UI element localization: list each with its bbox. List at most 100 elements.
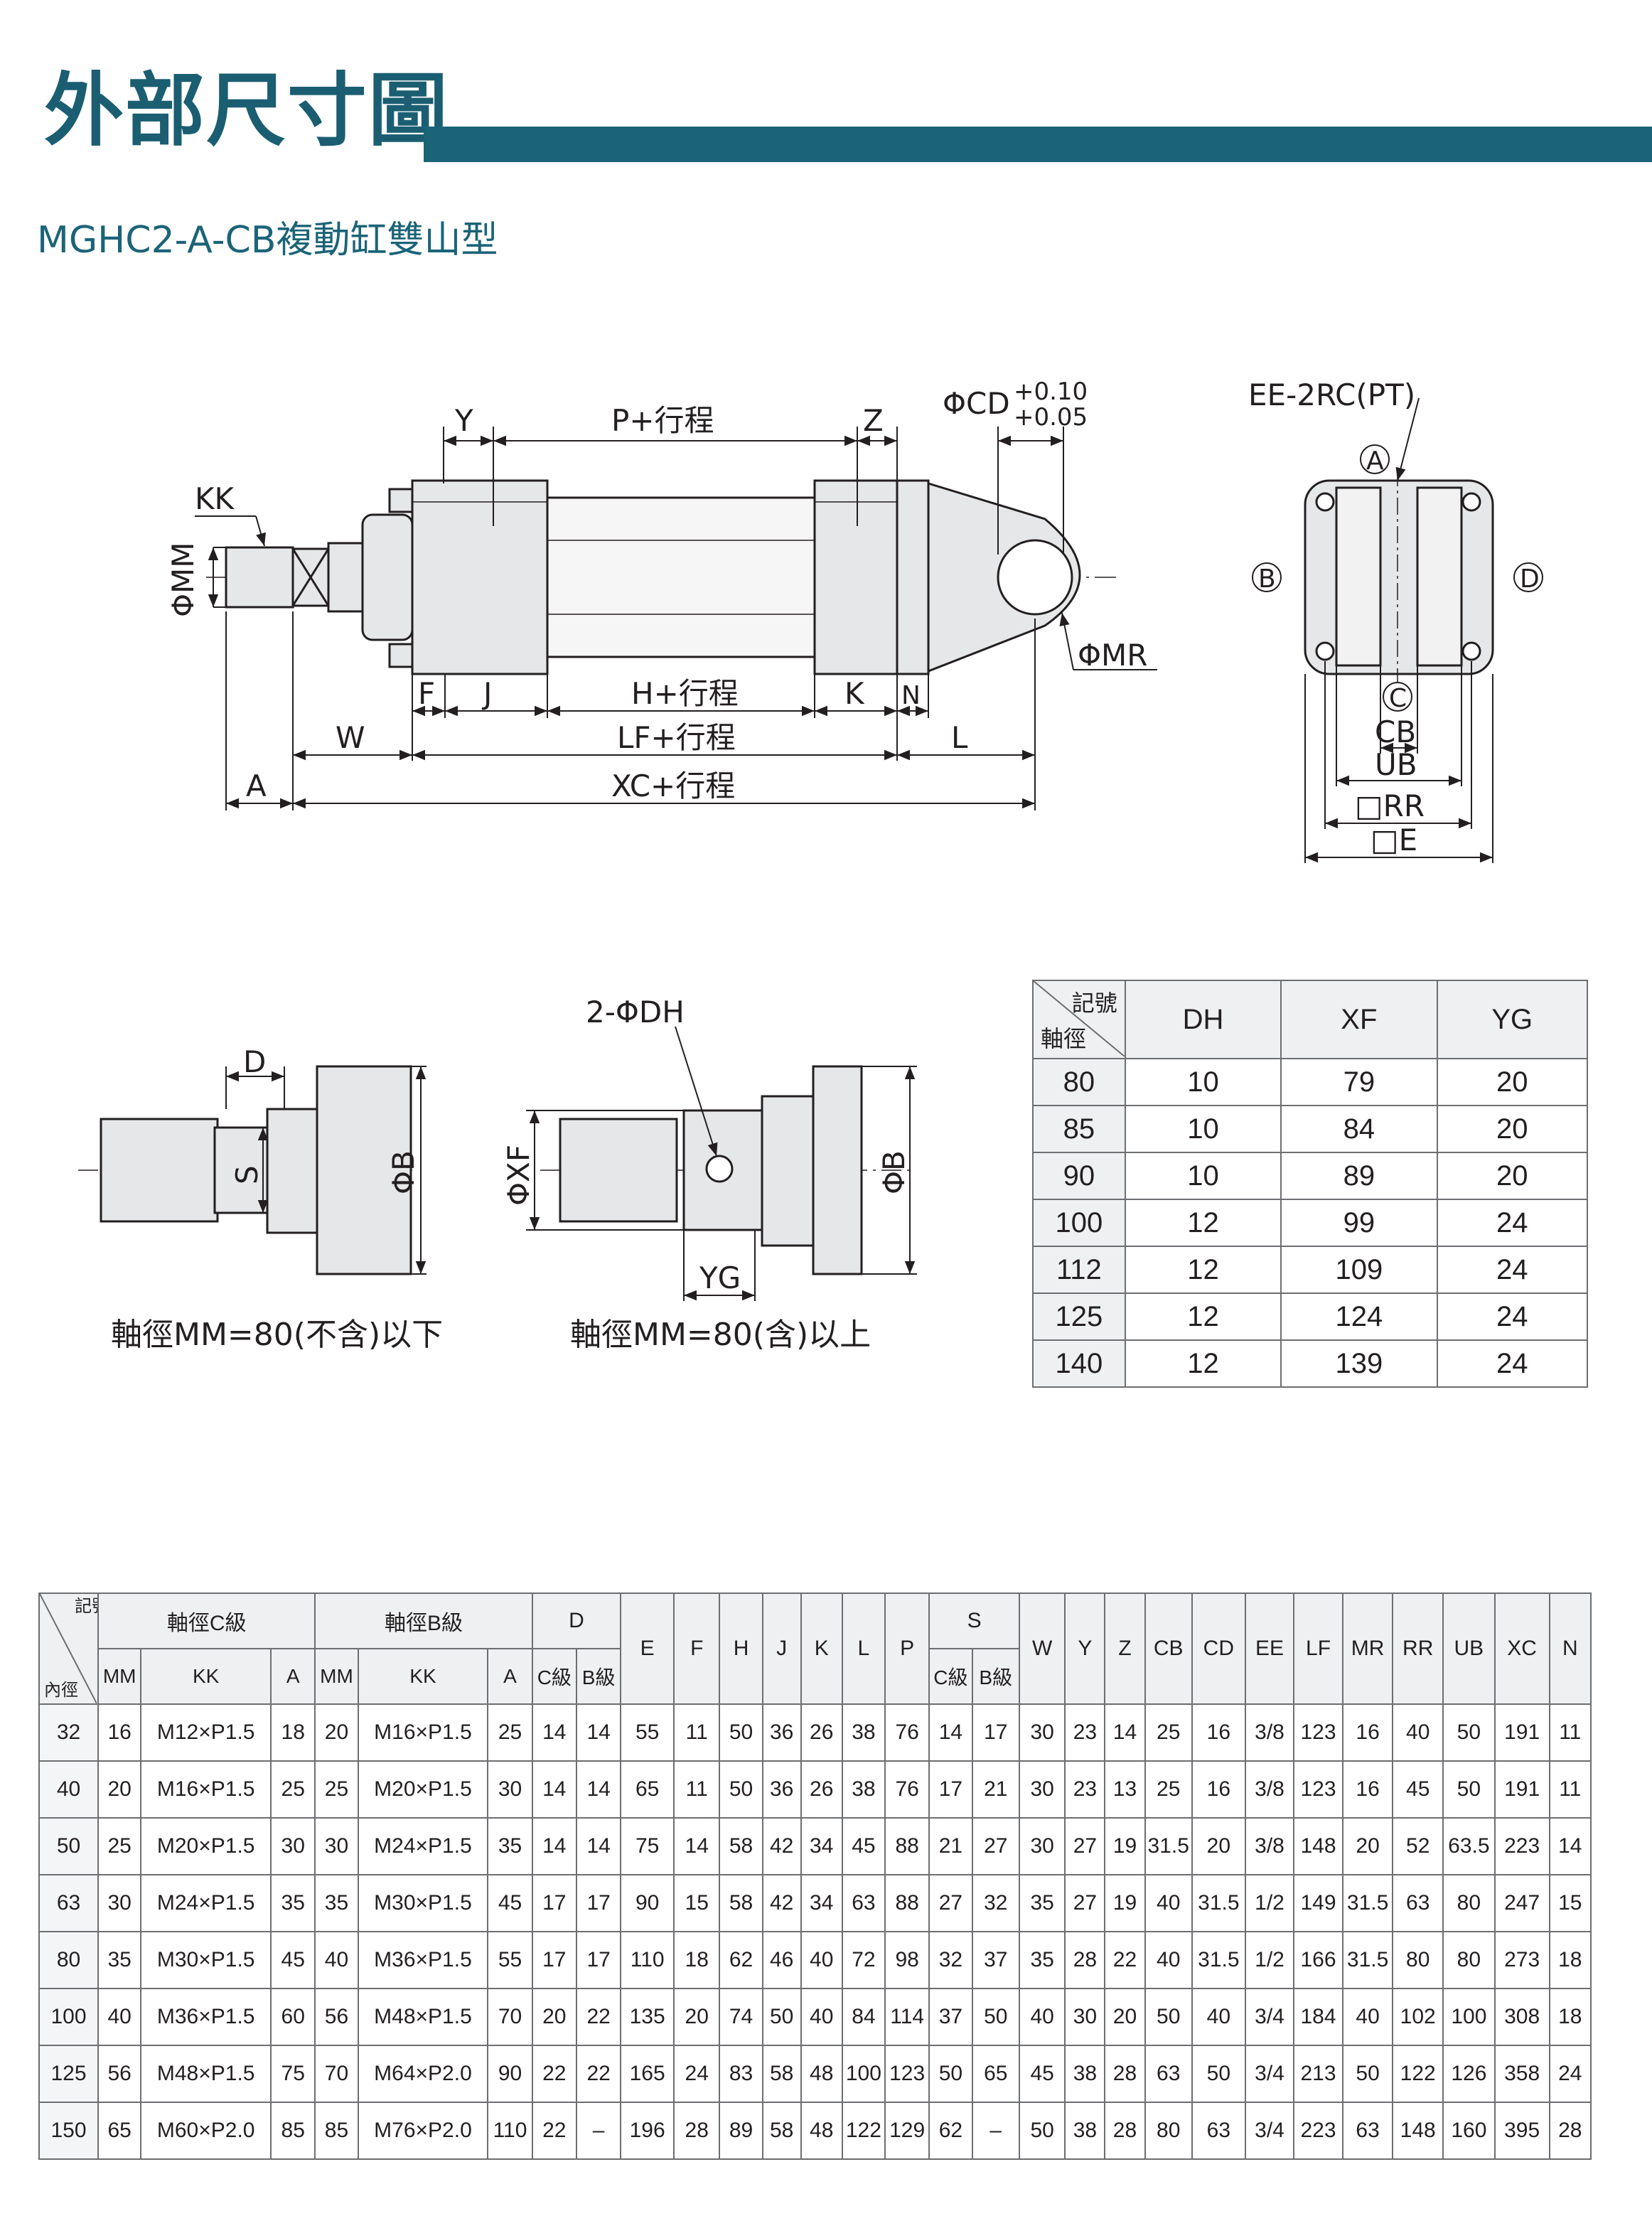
table-cell: 17 [928, 1760, 973, 1819]
table-cell: 80 [1144, 2102, 1193, 2160]
table-cell: 140 [1032, 1339, 1126, 1388]
label-cb: CB [1375, 714, 1416, 749]
table-cell: 62 [928, 2102, 973, 2160]
table-cell: 84 [1280, 1105, 1438, 1153]
table-cell: 40 [1392, 1703, 1444, 1762]
table-cell: 122 [1392, 2045, 1444, 2103]
table-cell: 110 [487, 2102, 533, 2160]
table-cell: 30 [314, 1817, 359, 1875]
table-cell: 50 [1018, 2102, 1066, 2160]
table-cell: 89 [719, 2102, 763, 2160]
table-cell: 40 [1341, 1988, 1394, 2046]
table-cell: 25 [314, 1760, 359, 1819]
table-cell: 63 [841, 1874, 886, 1932]
rod-end-view-small [78, 1065, 412, 1275]
table-cell: 125 [1032, 1292, 1126, 1341]
table-cell: 273 [1493, 1931, 1550, 1989]
table-cell: 45 [1018, 2045, 1066, 2103]
table-cell: 65 [971, 2045, 1020, 2103]
table-cell: 25 [97, 1817, 142, 1875]
table-cell: 40 [38, 1760, 100, 1819]
table-cell: 26 [800, 1760, 843, 1819]
table-cell: 247 [1493, 1874, 1550, 1932]
table-cell: 23 [1064, 1703, 1106, 1762]
corner-bottom-label: 內徑 [44, 1681, 78, 1700]
table-cell: 17 [531, 1931, 577, 1989]
table-cell: 50 [38, 1817, 100, 1875]
main-dimension-lines [195, 427, 1157, 810]
table-cell: 20 [1104, 1988, 1146, 2046]
table-cell: 18 [673, 1931, 721, 1989]
table-cell: 21 [971, 1760, 1020, 1819]
table-cell: 100 [1032, 1199, 1126, 1247]
label-port-d: D [1520, 564, 1540, 594]
table-cell: 14 [928, 1703, 973, 1762]
table-cell: 11 [1548, 1760, 1592, 1819]
table-cell: 14 [531, 1760, 577, 1819]
table-cell: – [575, 2102, 622, 2160]
corner-top-label: 記號 [1071, 990, 1117, 1016]
table-cell: 16 [1341, 1760, 1394, 1819]
table-cell: 88 [884, 1874, 930, 1932]
table-cell: 46 [761, 1931, 802, 1989]
table-cell: 50 [719, 1703, 763, 1762]
table-cell: 80 [38, 1931, 100, 1989]
table-cell: 45 [1392, 1760, 1444, 1819]
table-cell: 12 [1124, 1292, 1282, 1341]
table-cell: 40 [800, 1931, 843, 1989]
table-cell: M12×P1.5 [140, 1703, 272, 1762]
table-cell: 31.5 [1144, 1817, 1193, 1875]
label-cd-tol-upper: +0.10 [1014, 378, 1088, 406]
label-w: W [336, 720, 365, 755]
table-cell: 196 [620, 2102, 675, 2160]
table-cell: 3/8 [1244, 1760, 1295, 1819]
table-cell: 89 [1280, 1152, 1438, 1200]
title-bar [424, 127, 1652, 162]
table-cell: 13 [1104, 1760, 1146, 1819]
table-cell: 31.5 [1191, 1874, 1246, 1932]
table-cell: 40 [1144, 1874, 1193, 1932]
corner-diagonal [41, 1595, 97, 1703]
table-cell: 48 [800, 2102, 843, 2160]
table-cell: 27 [971, 1817, 1020, 1875]
table-cell: 90 [487, 2045, 533, 2103]
table-cell: 191 [1493, 1760, 1550, 1819]
label-xc: XC+行程 [611, 769, 735, 803]
table-cell: 17 [575, 1931, 622, 1989]
table-cell: 60 [270, 1988, 316, 2046]
table-corner: 記號 軸徑 [1032, 980, 1126, 1059]
table-cell: 14 [531, 1817, 577, 1875]
table-cell: 20 [1436, 1152, 1589, 1200]
label-n: N [901, 681, 921, 710]
label-h: H+行程 [631, 676, 739, 711]
table-cell: 58 [719, 1874, 763, 1932]
table-cell: 35 [1018, 1874, 1066, 1932]
table-cell: 20 [1436, 1058, 1589, 1106]
table-cell: 22 [1104, 1931, 1146, 1989]
table-cell: 12 [1124, 1339, 1282, 1388]
label-f: F [418, 676, 435, 711]
table-cell: 18 [1548, 1931, 1592, 1989]
label-e: □E [1371, 823, 1417, 857]
table-cell: 36 [761, 1703, 802, 1762]
table-cell: 10 [1124, 1058, 1282, 1106]
technical-drawings: KK ΦMM Y P+行程 Z ΦCD +0.10 +0.05 ΦMR F J … [78, 378, 1543, 1353]
table-cell: 123 [884, 2045, 930, 2103]
header-rr: RR [1392, 1593, 1444, 1705]
table-cell: 30 [487, 1760, 533, 1819]
table-cell: 24 [673, 2045, 721, 2103]
table-cell: 50 [761, 1988, 802, 2046]
table-cell: 30 [1018, 1703, 1066, 1762]
table-cell: M20×P1.5 [357, 1760, 489, 1819]
table-cell: 25 [1144, 1760, 1193, 1819]
table-cell: 23 [1064, 1760, 1106, 1819]
table-cell: 74 [719, 1988, 763, 2046]
table-cell: 45 [270, 1931, 316, 1989]
table-cell: 15 [673, 1874, 721, 1932]
table-cell: 24 [1436, 1292, 1589, 1341]
